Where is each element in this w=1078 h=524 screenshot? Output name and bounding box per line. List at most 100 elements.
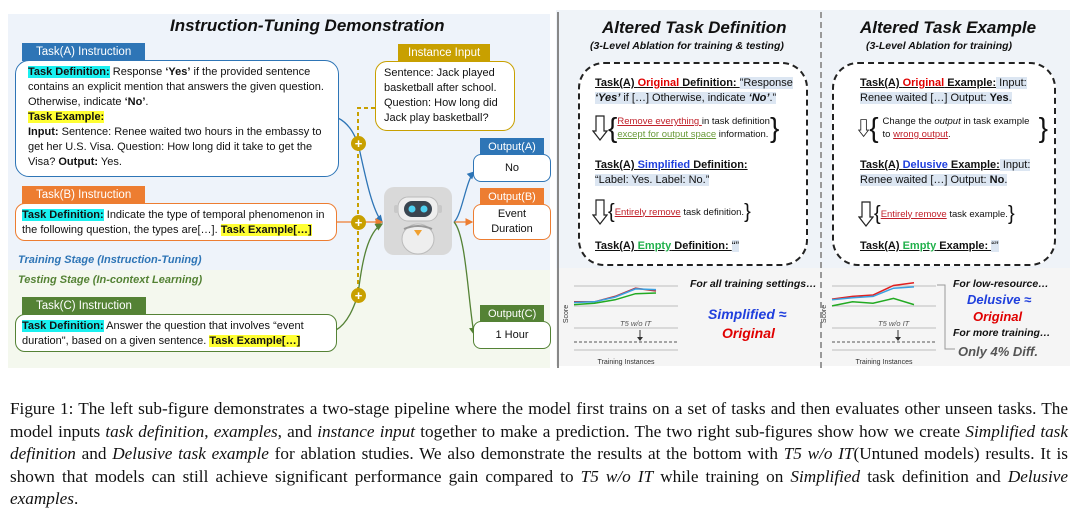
- task-example-label: Task Example[…]: [209, 335, 301, 347]
- caption-text: (Untuned models) results. It is shown th…: [10, 444, 1068, 486]
- plus-icon: +: [351, 215, 366, 230]
- level-original: Original: [902, 77, 945, 89]
- series-line-empty: [831, 297, 915, 307]
- down-arrow-icon: [858, 119, 870, 138]
- x-axis-label: Training Instances: [856, 359, 913, 366]
- definition-step-2: { Entirely remove task definition. }: [592, 198, 802, 226]
- example-result-note-low: For low-resource…: [953, 278, 1049, 290]
- caption-text: .: [73, 489, 79, 509]
- task-definition-label: Task Definition:: [22, 209, 104, 221]
- right-brace: }: [744, 201, 751, 223]
- x-axis-label: Training Instances: [598, 359, 655, 366]
- highlight-keep: except for output space: [617, 129, 717, 140]
- task-b-tab: Task(B) Instruction: [22, 186, 146, 204]
- definition-panel-title: Altered Task Definition: [602, 18, 787, 37]
- caption-italic: Simplified: [790, 466, 861, 486]
- baseline-label: T5 w/o IT: [620, 319, 653, 328]
- left-panel-title: Instruction-Tuning Demonstration: [170, 16, 445, 35]
- example-panel-title: Altered Task Example: [860, 18, 1037, 37]
- task-label: Task(A): [860, 77, 903, 89]
- down-arrow-icon: [858, 201, 874, 227]
- step-text: task example.: [946, 208, 1008, 220]
- down-arrow-icon: [592, 115, 608, 141]
- caption-italic: T5 w/o IT: [580, 466, 654, 486]
- task-definition-label: Task Definition:: [22, 320, 104, 332]
- step-text: Change the: [882, 116, 935, 127]
- task-b-instruction-box: Task Definition: Indicate the type of te…: [15, 203, 337, 241]
- step-text: in task example to: [882, 116, 1030, 140]
- highlight-remove: Remove everything: [617, 116, 702, 127]
- example-content: .: [1004, 174, 1008, 186]
- left-brace: {: [869, 112, 879, 143]
- caption-text: ,: [204, 421, 214, 441]
- example-content: Input: Renee waited […] Output:: [860, 159, 1031, 186]
- task-a-connector: [337, 117, 383, 223]
- caption-text: and: [75, 444, 113, 464]
- level-simplified: Simplified: [637, 159, 691, 171]
- definition-result-original: Original: [722, 325, 775, 341]
- instance-connector: [357, 107, 375, 295]
- diff-bracket: [937, 284, 955, 350]
- series-line-original: [831, 282, 915, 300]
- example-result-note-more: For more training…: [953, 327, 1051, 339]
- caption-italic: task definition: [105, 421, 205, 441]
- definition-panel-subtitle: (3-Level Ablation for training & testing…: [590, 40, 784, 52]
- task-label: Task(A): [595, 159, 638, 171]
- definition-content: “Label: Yes. Label: No.”: [595, 174, 710, 186]
- task-example-label: Task Example:: [28, 111, 105, 123]
- output-value: No: [989, 174, 1005, 186]
- baseline-arrowhead: [895, 337, 901, 341]
- caption-italic: Delusive task example: [112, 444, 269, 464]
- definition-label: Definition:: [690, 159, 748, 171]
- output-c-tab: Output(C): [480, 305, 544, 322]
- left-brace: {: [874, 203, 881, 225]
- series-line-simplified: [573, 288, 657, 304]
- down-arrow-icon: [592, 199, 608, 225]
- no-label: ‘No’: [748, 92, 770, 104]
- empty-definition: Task(A) Empty Definition: “”: [595, 239, 795, 254]
- example-label: Example:: [936, 240, 992, 252]
- task-label: Task(A): [595, 77, 638, 89]
- definition-content: .”: [769, 92, 777, 104]
- step-description: Change the output in task example to wro…: [879, 115, 1039, 141]
- example-step-1: { Change the output in task example to w…: [858, 114, 1048, 142]
- example-result-diff: Only 4% Diff.: [958, 344, 1038, 359]
- output-value: Yes: [989, 92, 1009, 104]
- definition-content: “”: [731, 240, 740, 252]
- level-empty: Empty: [902, 240, 937, 252]
- output-label: Output:: [58, 156, 99, 168]
- yes-label: ‘Yes’: [165, 66, 191, 78]
- caption-text: for ablation studies. We also demonstrat…: [268, 444, 784, 464]
- example-step-2: { Entirely remove task example. }: [858, 200, 1048, 228]
- caption-text: , and: [277, 421, 318, 441]
- simplified-definition: Task(A) Simplified Definition: “Label: Ye…: [595, 158, 795, 188]
- level-empty: Empty: [637, 240, 672, 252]
- example-result-original: Original: [973, 309, 1023, 324]
- caption-italic: examples: [213, 421, 278, 441]
- example-label: Example:: [947, 159, 1000, 171]
- empty-example: Task(A) Empty Example: “”: [860, 239, 1040, 254]
- instance-input-box: Sentence: Jack played basketball after s…: [375, 61, 515, 131]
- right-brace: }: [1038, 112, 1048, 143]
- series-line-empty: [573, 292, 657, 306]
- plus-icon: +: [351, 288, 366, 303]
- step-text: in task definition: [701, 116, 770, 127]
- period: .: [145, 96, 149, 108]
- left-brace: {: [608, 201, 615, 223]
- y-axis-label: Score: [821, 305, 828, 323]
- step-description: Remove everything in task definition exce…: [617, 115, 770, 141]
- output-c-connector: [453, 221, 477, 336]
- output-c-box: 1 Hour: [473, 321, 551, 349]
- training-stage-label: Training Stage (Instruction-Tuning): [18, 254, 202, 266]
- task-a-definition-text-2: if the provided sentence contains an exp…: [28, 66, 324, 108]
- step-text-italic: output: [934, 116, 961, 127]
- output-b-box: Event Duration: [473, 204, 551, 240]
- right-brace: }: [1007, 203, 1015, 225]
- task-a-input-text: Sentence: Renee waited two hours in the …: [28, 126, 322, 168]
- step-description: Entirely remove task example.: [881, 208, 1008, 221]
- caption-italic: T5 w/o IT: [783, 444, 854, 464]
- left-brace: {: [608, 112, 618, 143]
- robot-icon: [394, 196, 442, 255]
- example-result-delusive: Delusive ≈: [967, 292, 1032, 307]
